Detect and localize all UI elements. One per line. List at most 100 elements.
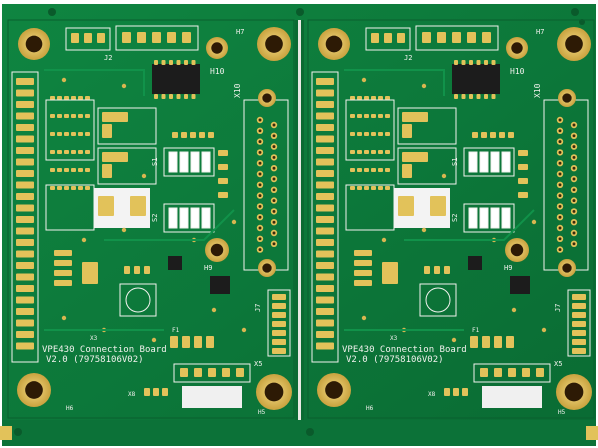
smd-passive-pad <box>71 186 76 190</box>
transistor-pad <box>134 266 140 274</box>
smd-passive-pad <box>371 114 376 118</box>
smd-passive-pad <box>357 96 362 100</box>
dsub-pin-hole <box>272 199 276 203</box>
left-connector-pad <box>16 273 34 281</box>
smd-passive-pad <box>350 114 355 118</box>
fuse-pad <box>494 336 502 348</box>
dsub-pin-hole <box>258 118 262 122</box>
header-j2-pad <box>452 32 461 43</box>
smd-passive-pad <box>78 132 83 136</box>
ic-soic-pin-bottom <box>184 94 188 99</box>
left-connector-pad <box>16 112 34 120</box>
smd-passive-pad <box>357 132 362 136</box>
smd-passive-pad <box>78 150 83 154</box>
dsub-pin-hole <box>272 242 276 246</box>
label-s2: S2 <box>451 214 459 222</box>
left-connector-pad <box>16 204 34 212</box>
smd-passive-pad <box>57 150 62 154</box>
dsub-pin-hole <box>558 183 562 187</box>
dsub-pin-hole <box>558 226 562 230</box>
label-x5: X5 <box>554 360 562 368</box>
smd-large-pad <box>82 262 98 284</box>
via <box>121 227 127 233</box>
inductor-outline <box>397 147 457 185</box>
label-x8: X8 <box>428 391 436 398</box>
smd-passive-pad <box>64 168 69 172</box>
inductor-outline <box>397 107 457 145</box>
smd-passive-pad <box>64 150 69 154</box>
smd-passive-pad <box>350 132 355 136</box>
smd-pad <box>518 192 528 198</box>
left-connector-pad <box>16 78 34 85</box>
smd-passive-pad <box>50 96 55 100</box>
connector-x5-pad <box>208 368 216 377</box>
ic-soic-pin-bottom <box>484 94 488 99</box>
board-title-text: VPE430 Connection Board <box>342 345 467 355</box>
label-h9: H9 <box>204 264 212 272</box>
header-j2-pad <box>167 32 176 43</box>
panel-cut-line <box>298 20 301 420</box>
mount-hole-h10-drill <box>211 42 223 54</box>
header-j7-pad <box>272 303 286 309</box>
dsub-pin-hole <box>558 194 562 198</box>
smd-passive-pad <box>71 114 76 118</box>
header-j7-outline <box>567 289 591 357</box>
via <box>381 237 387 243</box>
dsub-pin-hole <box>572 134 576 138</box>
smd-large-pad <box>382 262 398 284</box>
connector-x8-pad <box>162 388 168 396</box>
label-x5: X5 <box>254 360 262 368</box>
transistor-pad <box>144 266 150 274</box>
smd-passive-pad <box>64 132 69 136</box>
ic-soic-pin-top <box>476 60 481 65</box>
smd-passive-pad <box>78 186 83 190</box>
ic-soic-pin-bottom <box>469 94 473 99</box>
smd-passive-pad <box>364 186 369 190</box>
ic-qfn <box>168 256 182 270</box>
dsub-mount-top-drill <box>562 93 572 103</box>
smd-large-pad <box>354 260 372 266</box>
smd-passive-pad <box>85 114 90 118</box>
left-connector-pad <box>16 124 34 131</box>
fuse-pad <box>182 336 190 348</box>
power-pad <box>402 152 428 162</box>
smd-pad <box>208 132 214 138</box>
header-top-left-pad <box>397 33 405 43</box>
dsub-pin-hole <box>272 166 276 170</box>
header-j7-pad <box>272 330 286 336</box>
smd-passive-pad <box>364 96 369 100</box>
ic-soic-pin-bottom <box>491 94 496 99</box>
smd-passive-pad <box>385 132 390 136</box>
left-connector-pad <box>316 101 334 108</box>
connector-x8-pad <box>453 388 459 396</box>
ic-soic-pin-bottom <box>191 94 196 99</box>
dsub-pin-hole <box>572 177 576 181</box>
header-top-left-pad <box>371 33 379 43</box>
smd-pad <box>490 132 496 138</box>
left-connector-pad <box>16 250 34 258</box>
mount-hole-bottom-right-drill <box>564 382 584 402</box>
ic-soic-top <box>152 64 200 94</box>
via <box>61 77 67 83</box>
dsub-pin-hole <box>258 226 262 230</box>
dsub-pin-hole <box>258 183 262 187</box>
mount-hole-h9-drill <box>210 243 224 257</box>
mount-hole-top-left-drill <box>25 35 43 53</box>
dsub-pin-hole <box>272 145 276 149</box>
smd-passive-pad <box>57 186 62 190</box>
header-j2-outline <box>415 25 499 51</box>
ic-soic-pin-top <box>184 60 188 65</box>
dsub-pin-hole <box>258 237 262 241</box>
ic-soic-pin-top <box>484 60 488 65</box>
smd-passive-pad <box>350 168 355 172</box>
left-connector-pad <box>316 112 334 120</box>
dsub-pin-hole <box>258 129 262 133</box>
board-title-text: VPE430 Connection Board <box>42 345 167 355</box>
dip-switch-outline <box>163 147 215 177</box>
via <box>61 315 67 321</box>
smd-pad <box>518 164 528 170</box>
smd-pad <box>218 150 228 156</box>
